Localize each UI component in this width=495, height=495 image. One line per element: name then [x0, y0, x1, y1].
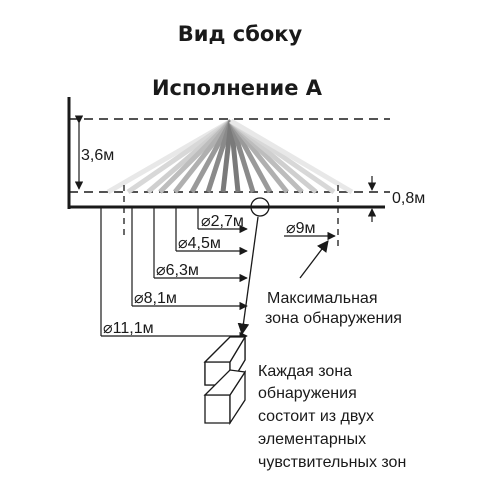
diameter-label-4-5: ⌀4,5м [178, 235, 221, 252]
element-note-line4: элементарных [258, 431, 366, 448]
max-zone-note-line2: зона обнаружения [265, 310, 402, 327]
mount-height-label: 3,6м [81, 147, 114, 164]
diameter-label-9: ⌀9м [286, 220, 316, 237]
zone-element-leader [237, 216, 259, 336]
diameter-label-11-1: ⌀11,1м [103, 320, 154, 337]
detection-beams [106, 118, 354, 195]
max-zone-leader [299, 240, 329, 279]
element-note-line1: Каждая зона [258, 363, 352, 380]
zone-highlight-circle [250, 197, 270, 217]
diameter-label-8-1: ⌀8,1м [134, 290, 177, 307]
diameter-label-6-3: ⌀6,3м [156, 262, 199, 279]
zone-element-illustration [203, 334, 247, 426]
zone-markers [123, 185, 339, 248]
element-note-line2: обнаружения [258, 385, 357, 402]
diagram-title: Вид сбоку [178, 22, 303, 46]
diagram-subtitle: Исполнение А [152, 76, 323, 100]
diameter-dimensions [100, 207, 336, 341]
element-note-line3: состоит из двух [258, 408, 374, 425]
diameter-label-2-7: ⌀2,7м [201, 213, 244, 230]
element-note-line5: чувствительных зон [258, 454, 406, 471]
zone-height-label: 0,8м [392, 190, 425, 207]
max-zone-note-line1: Максимальная [267, 290, 378, 307]
